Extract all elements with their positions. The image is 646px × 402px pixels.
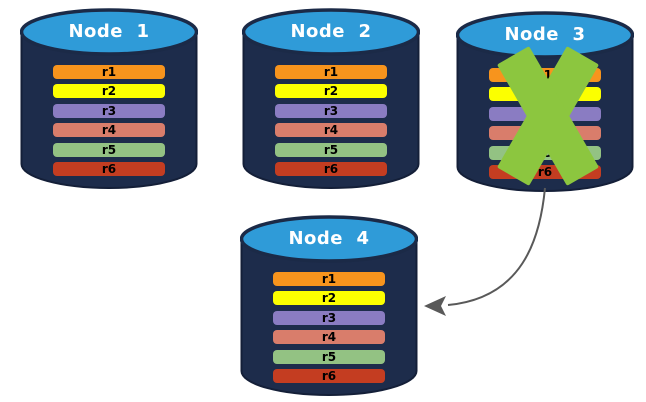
node-4-row-r3: r3 xyxy=(273,311,385,325)
node-2: Node 2 r1 r2 r3 r4 r5 r6 xyxy=(242,6,420,192)
node-1-label: Node 1 xyxy=(68,21,150,42)
node-3-row-r4: r4 xyxy=(489,126,601,140)
node-4-label: Node 4 xyxy=(288,228,370,249)
node-2-row-r6: r6 xyxy=(275,162,387,176)
node-4-row-r4: r4 xyxy=(273,330,385,344)
node-3-row-r3: r3 xyxy=(489,107,601,121)
node-1-row-r1: r1 xyxy=(53,65,165,79)
node-3-row-r1: r1 xyxy=(489,68,601,82)
node-4-row-r6: r6 xyxy=(273,369,385,383)
node-1-row-r3: r3 xyxy=(53,104,165,118)
node-1-row-r2: r2 xyxy=(53,84,165,98)
node-1: Node 1 r1 r2 r3 r4 r5 r6 xyxy=(20,6,198,192)
node-2-row-r2: r2 xyxy=(275,84,387,98)
node-2-row-r4: r4 xyxy=(275,123,387,137)
node-3-row-r5: r5 xyxy=(489,146,601,160)
node-1-row-r5: r5 xyxy=(53,143,165,157)
node-3: Node 3 r1 r2 r3 r4 r5 r6 xyxy=(456,9,634,195)
node-4: Node 4 r1 r2 r3 r4 r5 r6 xyxy=(240,213,418,399)
node-3-row-r2: r2 xyxy=(489,87,601,101)
failover-arrow-icon xyxy=(424,187,546,316)
node-1-row-r6: r6 xyxy=(53,162,165,176)
node-2-row-r5: r5 xyxy=(275,143,387,157)
node-4-row-r1: r1 xyxy=(273,272,385,286)
node-3-label: Node 3 xyxy=(504,24,586,45)
node-4-row-r5: r5 xyxy=(273,350,385,364)
node-1-row-r4: r4 xyxy=(53,123,165,137)
node-2-row-r1: r1 xyxy=(275,65,387,79)
node-3-row-r6: r6 xyxy=(489,165,601,179)
node-2-label: Node 2 xyxy=(290,21,372,42)
node-2-row-r3: r3 xyxy=(275,104,387,118)
node-4-row-r2: r2 xyxy=(273,291,385,305)
